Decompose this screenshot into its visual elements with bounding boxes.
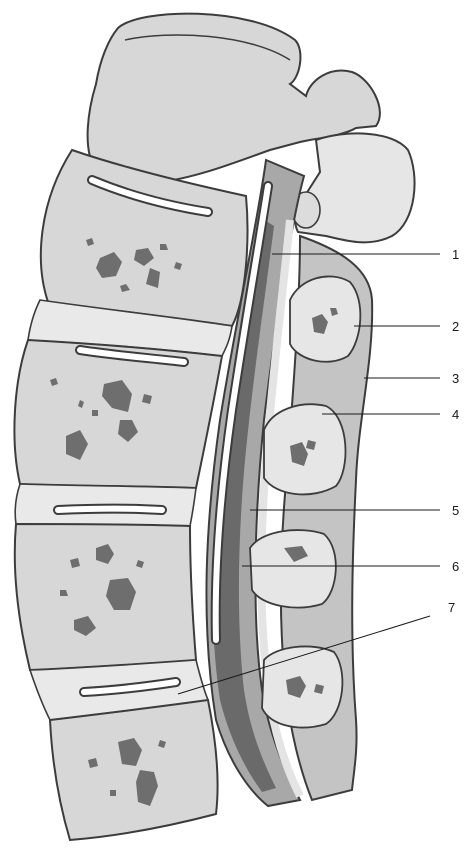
label-4: 4 [452, 407, 459, 422]
labels: 1 2 3 4 5 6 7 [448, 247, 459, 615]
label-3: 3 [452, 371, 459, 386]
label-6: 6 [452, 559, 459, 574]
label-1: 1 [452, 247, 459, 262]
label-2: 2 [452, 319, 459, 334]
facet-joint [292, 133, 415, 242]
label-5: 5 [452, 503, 459, 518]
label-7: 7 [448, 600, 455, 615]
